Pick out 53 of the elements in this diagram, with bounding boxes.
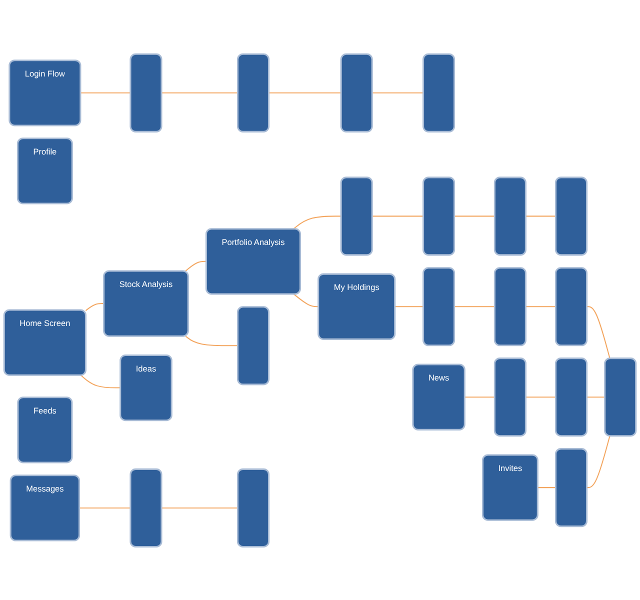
node-box <box>494 176 526 256</box>
node-box <box>236 468 270 548</box>
connector <box>586 306 610 358</box>
connector <box>185 260 206 271</box>
connector <box>268 92 342 93</box>
node-box <box>494 266 526 346</box>
node-box <box>340 52 373 132</box>
node-box: Profile <box>16 137 73 204</box>
connector <box>162 507 238 508</box>
connector <box>454 306 495 307</box>
connector <box>162 92 238 93</box>
node-box <box>604 357 637 436</box>
connector <box>526 396 556 398</box>
node-box <box>130 52 162 132</box>
node-box: My Holdings <box>318 272 396 340</box>
node-box: Home Screen <box>3 308 86 376</box>
node-box: Feeds <box>17 396 73 463</box>
node-box: News <box>412 363 466 430</box>
node-box <box>554 448 588 527</box>
connector <box>293 293 318 307</box>
node-box <box>236 52 270 132</box>
connector <box>185 335 238 346</box>
connector <box>586 435 610 488</box>
connector <box>526 215 556 216</box>
node-box <box>554 357 588 436</box>
node-box <box>340 176 373 256</box>
node-box <box>130 468 162 548</box>
connector <box>538 486 556 488</box>
connector <box>372 92 424 93</box>
connector <box>586 396 605 398</box>
node-box: Messages <box>10 474 80 541</box>
connector <box>526 306 556 307</box>
connector <box>80 374 120 388</box>
node-box: Ideas <box>120 354 172 421</box>
node-box <box>422 52 456 132</box>
node-box: Stock Analysis <box>103 270 189 336</box>
connector <box>464 396 495 398</box>
connector <box>85 302 104 311</box>
node-box: Login Flow <box>8 59 82 126</box>
node-box: Portfolio Analysis <box>205 228 301 294</box>
node-box <box>422 266 456 346</box>
connector <box>80 92 130 93</box>
node-box: Invites <box>482 454 538 520</box>
connector <box>293 215 342 229</box>
node-box <box>554 266 588 346</box>
node-box <box>554 176 588 256</box>
node-box <box>494 357 526 436</box>
connector <box>372 215 424 216</box>
connector <box>454 215 495 216</box>
connector <box>79 507 130 508</box>
node-box <box>422 176 456 256</box>
connector <box>394 306 424 307</box>
node-box <box>236 306 270 385</box>
